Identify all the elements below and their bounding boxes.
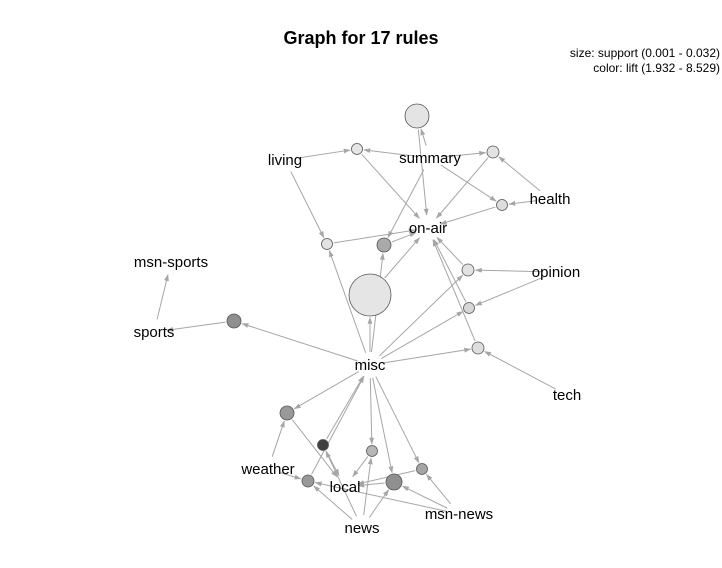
rule-node-r7 [461, 263, 475, 277]
rule-node-r16 [416, 463, 428, 475]
item-label-tech: tech [553, 387, 581, 404]
edge-misc-to-r5 [328, 249, 367, 353]
rule-node-r13 [317, 439, 329, 451]
edge-r16-to-local [356, 470, 416, 485]
rule-node-r12 [279, 405, 295, 421]
item-label-news: news [344, 520, 379, 537]
edge-news-to-r13 [325, 450, 357, 517]
edge-tech-to-r11 [484, 351, 556, 390]
rule-node-r8 [463, 302, 475, 314]
edge-misc-to-r8 [381, 311, 464, 359]
edge-misc-to-r10 [241, 323, 358, 362]
edge-misc-to-r12 [293, 371, 359, 410]
rule-node-r3 [486, 145, 500, 159]
edge-misc-to-r11 [382, 347, 472, 364]
edge-sports-to-msn-sports [156, 273, 169, 320]
item-label-summary: summary [399, 150, 461, 167]
rule-node-r1 [404, 103, 430, 129]
edge-r11-to-on-air [432, 239, 476, 342]
edge-r13-to-misc [326, 375, 364, 440]
edge-r14-to-local [352, 456, 369, 478]
edge-living-to-r2 [297, 148, 351, 159]
edge-health-to-r3 [498, 156, 541, 192]
item-label-sports: sports [134, 324, 175, 341]
item-label-health: health [530, 191, 571, 208]
rule-node-r10 [226, 313, 242, 329]
edge-r15-to-misc [311, 375, 365, 475]
edge-misc-to-r16 [375, 376, 420, 464]
edge-msn-news-to-r17 [401, 485, 448, 509]
rule-node-r5 [321, 238, 333, 250]
item-label-opinion: opinion [532, 264, 580, 281]
rule-node-r17 [385, 473, 403, 491]
rule-node-r11 [471, 341, 485, 355]
edge-living-to-r5 [290, 171, 325, 239]
edge-misc-to-r14 [369, 377, 375, 445]
legend: size: support (0.001 - 0.032) color: lif… [570, 46, 720, 76]
rule-node-r6 [376, 237, 392, 253]
item-labels: living summary health on-air msn-sports opini… [134, 150, 582, 537]
item-label-living: living [268, 152, 302, 169]
edge-r9-to-on-air [384, 237, 420, 279]
edge-r17-to-local [357, 482, 385, 488]
item-label-on-air: on-air [409, 220, 447, 237]
legend-size: size: support (0.001 - 0.032) [569, 46, 720, 60]
item-label-misc: misc [355, 357, 386, 374]
rule-node-r9 [348, 273, 392, 317]
rule-nodes [226, 103, 508, 491]
edge-summary-to-r2 [363, 148, 418, 157]
edge-summary-to-r3 [442, 150, 487, 158]
edge-r6-to-on-air [391, 232, 417, 243]
edge-opinion-to-r8 [474, 276, 545, 306]
legend-color: color: lift (1.932 - 8.529) [593, 61, 720, 75]
rule-node-r4 [496, 199, 508, 211]
edge-r12-to-local [291, 419, 338, 478]
edges [156, 128, 556, 520]
edge-misc-to-r17 [372, 377, 394, 474]
edge-summary-to-r4 [440, 164, 497, 202]
edge-news-to-r14 [363, 457, 373, 516]
rule-node-r15 [301, 474, 315, 488]
edge-r7-to-on-air [436, 236, 464, 265]
edge-weather-to-r12 [271, 420, 285, 457]
edge-r8-to-on-air [433, 238, 467, 302]
edge-news-to-r17 [369, 489, 389, 518]
edge-weather-to-r15 [280, 472, 302, 480]
rule-node-r2 [351, 143, 363, 155]
item-label-weather: weather [240, 461, 294, 478]
edge-opinion-to-r7 [474, 267, 544, 273]
edge-msn-news-to-r16 [426, 473, 452, 505]
item-label-msn-news: msn-news [425, 506, 493, 523]
edge-r5-to-on-air [333, 228, 416, 244]
edge-r10-to-sports [166, 321, 226, 332]
edge-misc-to-r7 [378, 274, 464, 357]
item-label-msn-sports: msn-sports [134, 254, 208, 271]
edge-summary-to-r6 [387, 169, 425, 239]
rule-node-r14 [366, 445, 378, 457]
edge-health-to-r4 [508, 200, 538, 206]
edge-r13-to-local [325, 450, 340, 477]
edge-summary-to-r1 [420, 128, 427, 146]
edge-r2-to-on-air [361, 153, 420, 219]
edge-r4-to-on-air [439, 206, 496, 225]
graph-title: Graph for 17 rules [283, 28, 439, 48]
edge-msn-news-to-r15 [314, 481, 447, 512]
edge-news-to-r15 [313, 485, 353, 520]
item-label-local: local [330, 479, 361, 496]
edge-r3-to-on-air [435, 157, 489, 219]
